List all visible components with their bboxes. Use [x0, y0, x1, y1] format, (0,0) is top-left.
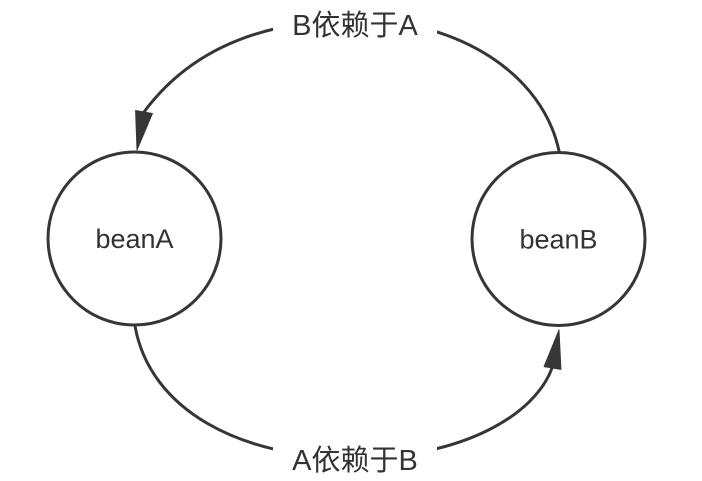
bottom-edge-label-background: [273, 437, 437, 478]
top-edge-label-background: [273, 3, 437, 44]
top-edge-label: B依赖于A: [292, 9, 418, 42]
arrowhead-into-beanB: [543, 329, 562, 370]
node-beanB-circle: [470, 151, 647, 327]
bottom-edge-label: A依赖于B: [292, 444, 418, 477]
node-beanA-label: beanA: [95, 224, 173, 254]
arrowhead-into-beanA: [135, 110, 153, 151]
node-beanA-circle: [46, 150, 223, 327]
node-beanB-label: beanB: [519, 225, 597, 255]
